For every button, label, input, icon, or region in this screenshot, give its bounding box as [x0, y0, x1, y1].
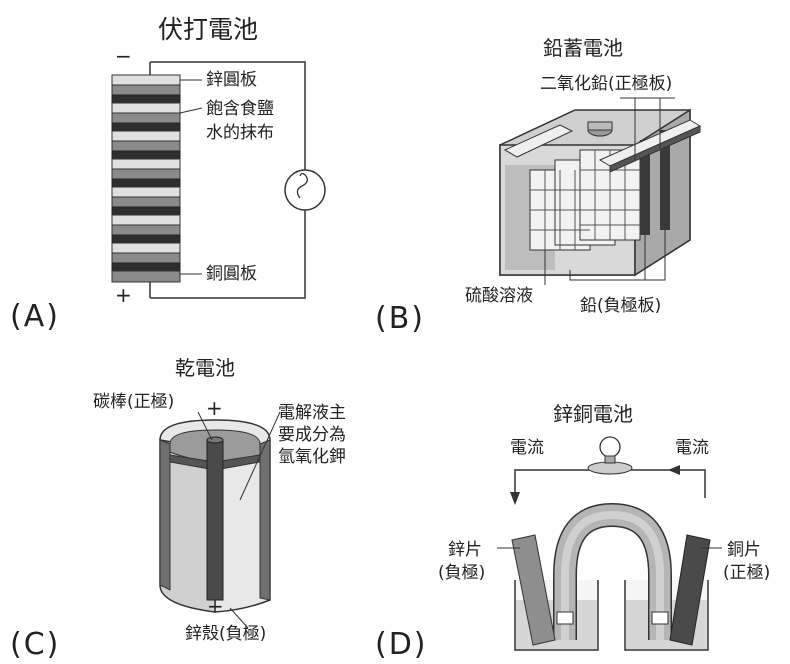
- zn-cu-title: 鋅銅電池: [553, 402, 633, 426]
- lead-plate-label: 鉛(負極板): [580, 296, 662, 316]
- dry-cell-title: 乾電池: [175, 356, 235, 380]
- copper-disc-label: 銅圓板: [206, 264, 257, 284]
- electrolyte-label-line2: 要成分為: [278, 425, 346, 445]
- circuit-wire: [150, 61, 306, 299]
- zinc-plate-label-line2: (負極): [438, 563, 486, 583]
- voltaic-pile: [111, 61, 326, 299]
- plus-terminal-label: +: [115, 283, 132, 307]
- zinc-disc-label: 鋅圓板: [206, 70, 257, 90]
- lead-acid-title: 鉛蓄電池: [543, 36, 623, 60]
- bulb-icon: [284, 169, 326, 211]
- pile-stack: [111, 74, 181, 283]
- panel-letter-a: (A): [10, 299, 60, 334]
- zinc-shell-label: 鋅殼(負極): [185, 624, 267, 644]
- zinc-plate-label-line1: 鋅片: [448, 540, 482, 560]
- copper-plate-label-line1: 銅片: [727, 540, 761, 560]
- panel-letter-c: (C): [10, 627, 61, 662]
- zinc-copper-cell: [497, 436, 722, 651]
- dry-cell: [159, 411, 281, 629]
- lead-dioxide-label: 二氧化鉛(正極板): [540, 74, 673, 94]
- plus-sign: +: [206, 396, 223, 420]
- minus-sign: −: [207, 594, 224, 618]
- salt-cloth-label-line2: 水的抹布: [206, 123, 274, 143]
- current-label-right: 電流: [675, 438, 709, 458]
- electrolyte-label-line3: 氫氧化鉀: [278, 447, 346, 467]
- panel-letter-b: (B): [375, 301, 425, 336]
- lead-acid-battery: [499, 97, 702, 285]
- copper-plate-label-line2: (正極): [723, 563, 771, 583]
- lightbulb-icon: [599, 436, 621, 458]
- carbon-rod-label: 碳棒(正極): [93, 392, 175, 412]
- minus-terminal-label: −: [115, 44, 132, 68]
- electrolyte-label-line1: 電解液主: [278, 403, 346, 423]
- sulfuric-acid-label: 硫酸溶液: [465, 286, 533, 306]
- current-label-left: 電流: [510, 438, 544, 458]
- panel-letter-d: (D): [375, 627, 428, 662]
- pile-title: 伏打電池: [158, 15, 259, 44]
- salt-cloth-label-line1: 飽含食鹽: [206, 99, 274, 119]
